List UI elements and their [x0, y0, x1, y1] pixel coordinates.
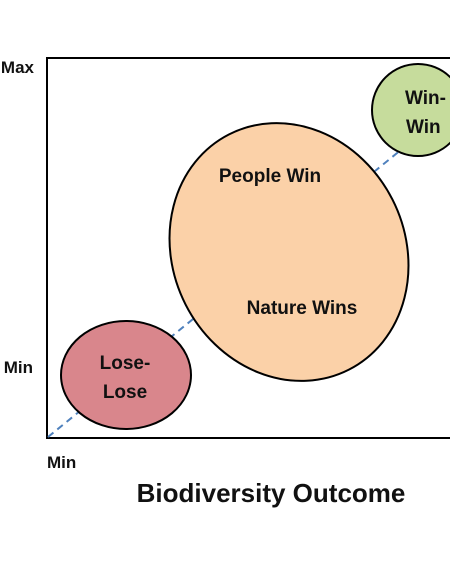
- central-tradeoff-ellipse: [168, 122, 410, 382]
- win-win-ellipse: [371, 63, 450, 157]
- win-win-label-line1: Win-: [405, 88, 446, 109]
- win-win-label-line2: Win: [406, 117, 441, 138]
- plot-frame: [46, 57, 450, 439]
- lose-lose-label-line2: Lose: [103, 382, 147, 403]
- y-axis-max-label: Max: [1, 58, 35, 77]
- x-axis-min-label: Min: [47, 453, 76, 472]
- people-win-label: People Win: [219, 166, 321, 187]
- y-axis-min-label: Min: [4, 358, 33, 377]
- lose-lose-label-line1: Lose-: [100, 353, 151, 374]
- nature-wins-label: Nature Wins: [247, 298, 358, 319]
- x-axis-title: Biodiversity Outcome: [137, 478, 406, 508]
- lose-lose-ellipse: [60, 320, 192, 430]
